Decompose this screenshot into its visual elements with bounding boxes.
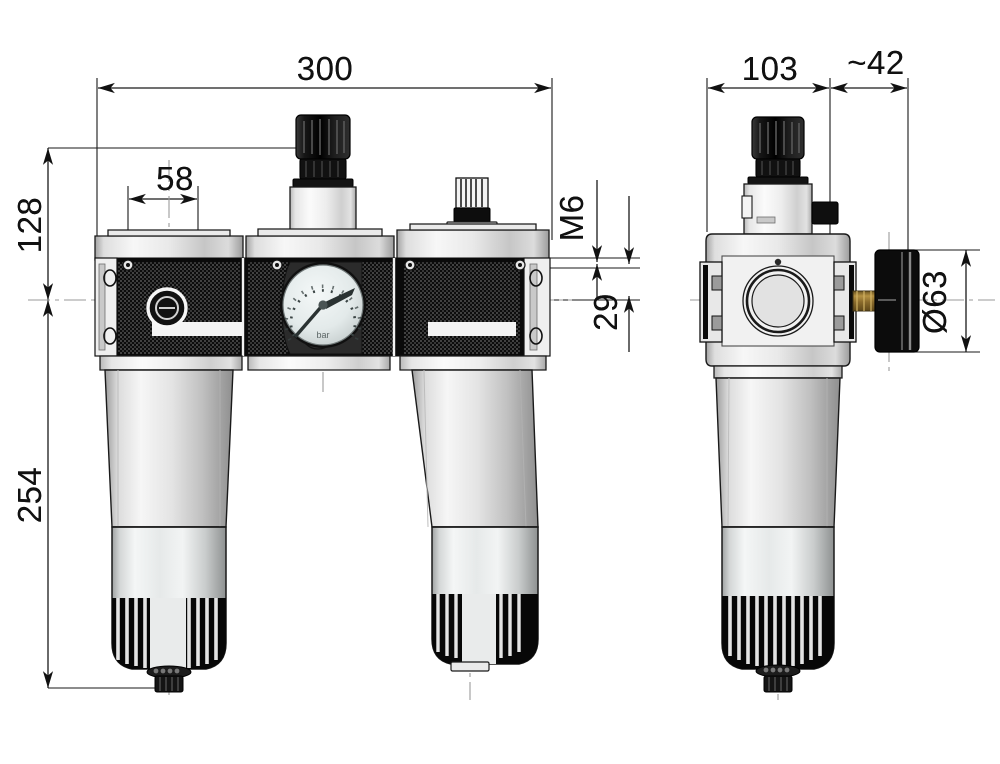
- mounting-bracket: [103, 269, 543, 345]
- adjustment-knob[interactable]: [292, 114, 354, 188]
- dim-diameter-63: Ø63: [916, 270, 953, 334]
- air-port: [742, 258, 814, 337]
- fastener: [122, 259, 526, 271]
- dim-103: 103: [742, 50, 799, 87]
- filter-bowl: [715, 377, 841, 693]
- regulator-cap: [741, 183, 839, 235]
- pressure-gauge-dial: bar: [280, 262, 366, 348]
- drain-valve[interactable]: [755, 664, 801, 693]
- dim-254: 254: [11, 467, 48, 524]
- dim-300: 300: [297, 50, 354, 87]
- dim-58: 58: [156, 160, 194, 197]
- lower-necks: [99, 355, 547, 371]
- side-view: [699, 116, 920, 693]
- front-view: bar: [94, 114, 551, 693]
- bowl-guard: [432, 594, 538, 664]
- lower-necks: [713, 365, 843, 379]
- svg-text:bar: bar: [316, 330, 329, 340]
- dim-128: 128: [11, 197, 48, 254]
- lubricator-fill-cap[interactable]: [446, 177, 498, 231]
- drain-valve[interactable]: [146, 665, 192, 693]
- adjustment-knob[interactable]: [747, 116, 809, 185]
- dim-42: ~42: [847, 44, 904, 81]
- bowl-guard: [722, 596, 834, 669]
- body-block: [699, 233, 857, 367]
- mounting-bracket: [699, 261, 857, 343]
- bowl-guard: [112, 598, 226, 669]
- sight-glass-window: [146, 287, 188, 329]
- dim-m6: M6: [553, 195, 590, 242]
- filter-bowl: [104, 369, 234, 693]
- brass-fitting: [852, 290, 878, 312]
- dimension-lines-side: [706, 78, 980, 353]
- housing-tops: [94, 223, 550, 261]
- dim-29: 29: [587, 293, 624, 331]
- lubricator-bowl: [411, 369, 539, 672]
- side-pressure-gauge[interactable]: [874, 249, 920, 353]
- dimension-lines-front: [42, 78, 640, 689]
